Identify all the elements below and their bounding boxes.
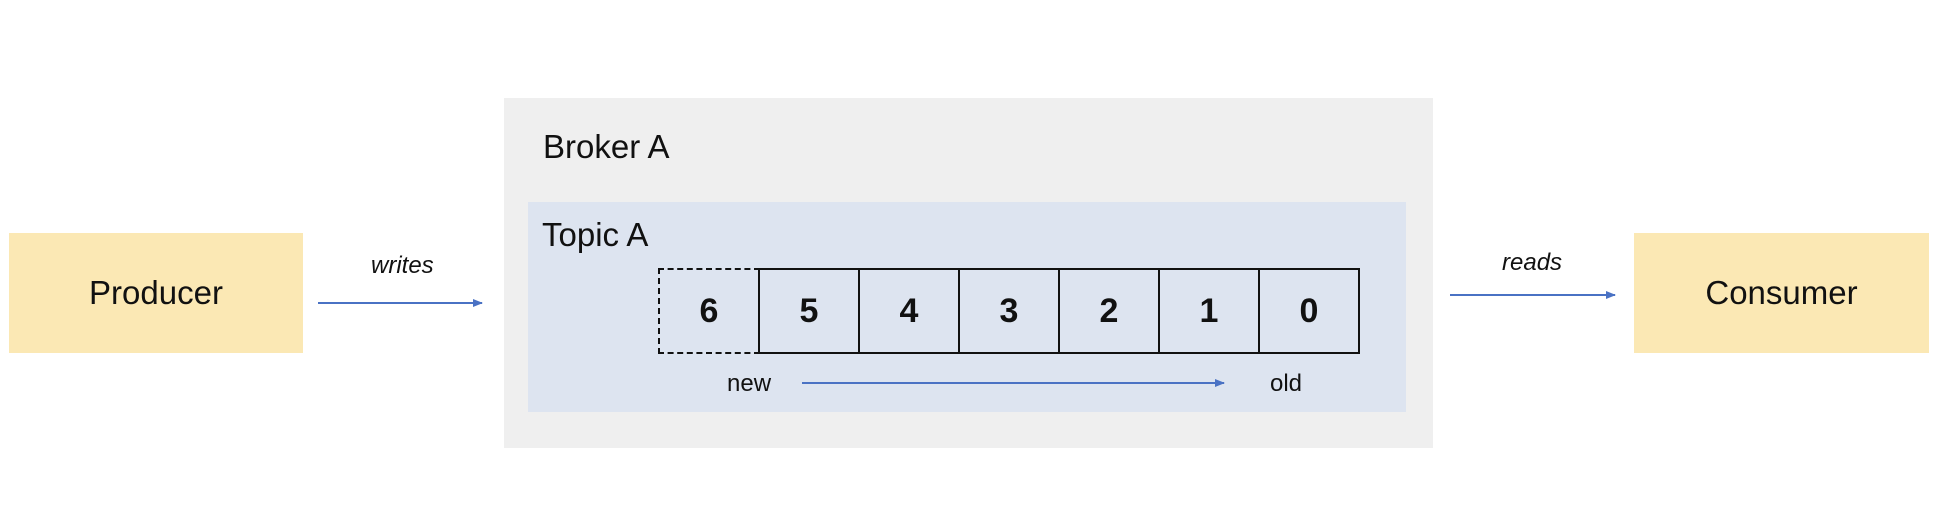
offset-cell: 1 bbox=[1158, 268, 1260, 354]
consumer-box: Consumer bbox=[1634, 233, 1929, 353]
offset-cell: 2 bbox=[1058, 268, 1160, 354]
offset-cell: 5 bbox=[758, 268, 860, 354]
offset-cell: 4 bbox=[858, 268, 960, 354]
topic-container: Topic A 6 5 4 3 2 1 0 new old bbox=[528, 202, 1406, 412]
offset-cell: 6 bbox=[658, 268, 760, 354]
old-label: old bbox=[1270, 370, 1303, 397]
producer-box: Producer bbox=[9, 233, 303, 353]
offset-cell: 0 bbox=[1258, 268, 1360, 354]
broker-container: Broker A Topic A 6 5 4 3 2 1 0 new old bbox=[504, 98, 1433, 448]
broker-label: Broker A bbox=[543, 128, 670, 165]
reads-label: reads bbox=[1502, 249, 1563, 276]
new-label: new bbox=[727, 370, 772, 397]
consumer-label: Consumer bbox=[1705, 274, 1858, 311]
offset-cell: 3 bbox=[958, 268, 1060, 354]
offset-cells: 6 5 4 3 2 1 0 bbox=[658, 268, 1360, 354]
writes-label: writes bbox=[371, 252, 434, 279]
producer-label: Producer bbox=[89, 274, 223, 311]
topic-label: Topic A bbox=[542, 216, 649, 253]
